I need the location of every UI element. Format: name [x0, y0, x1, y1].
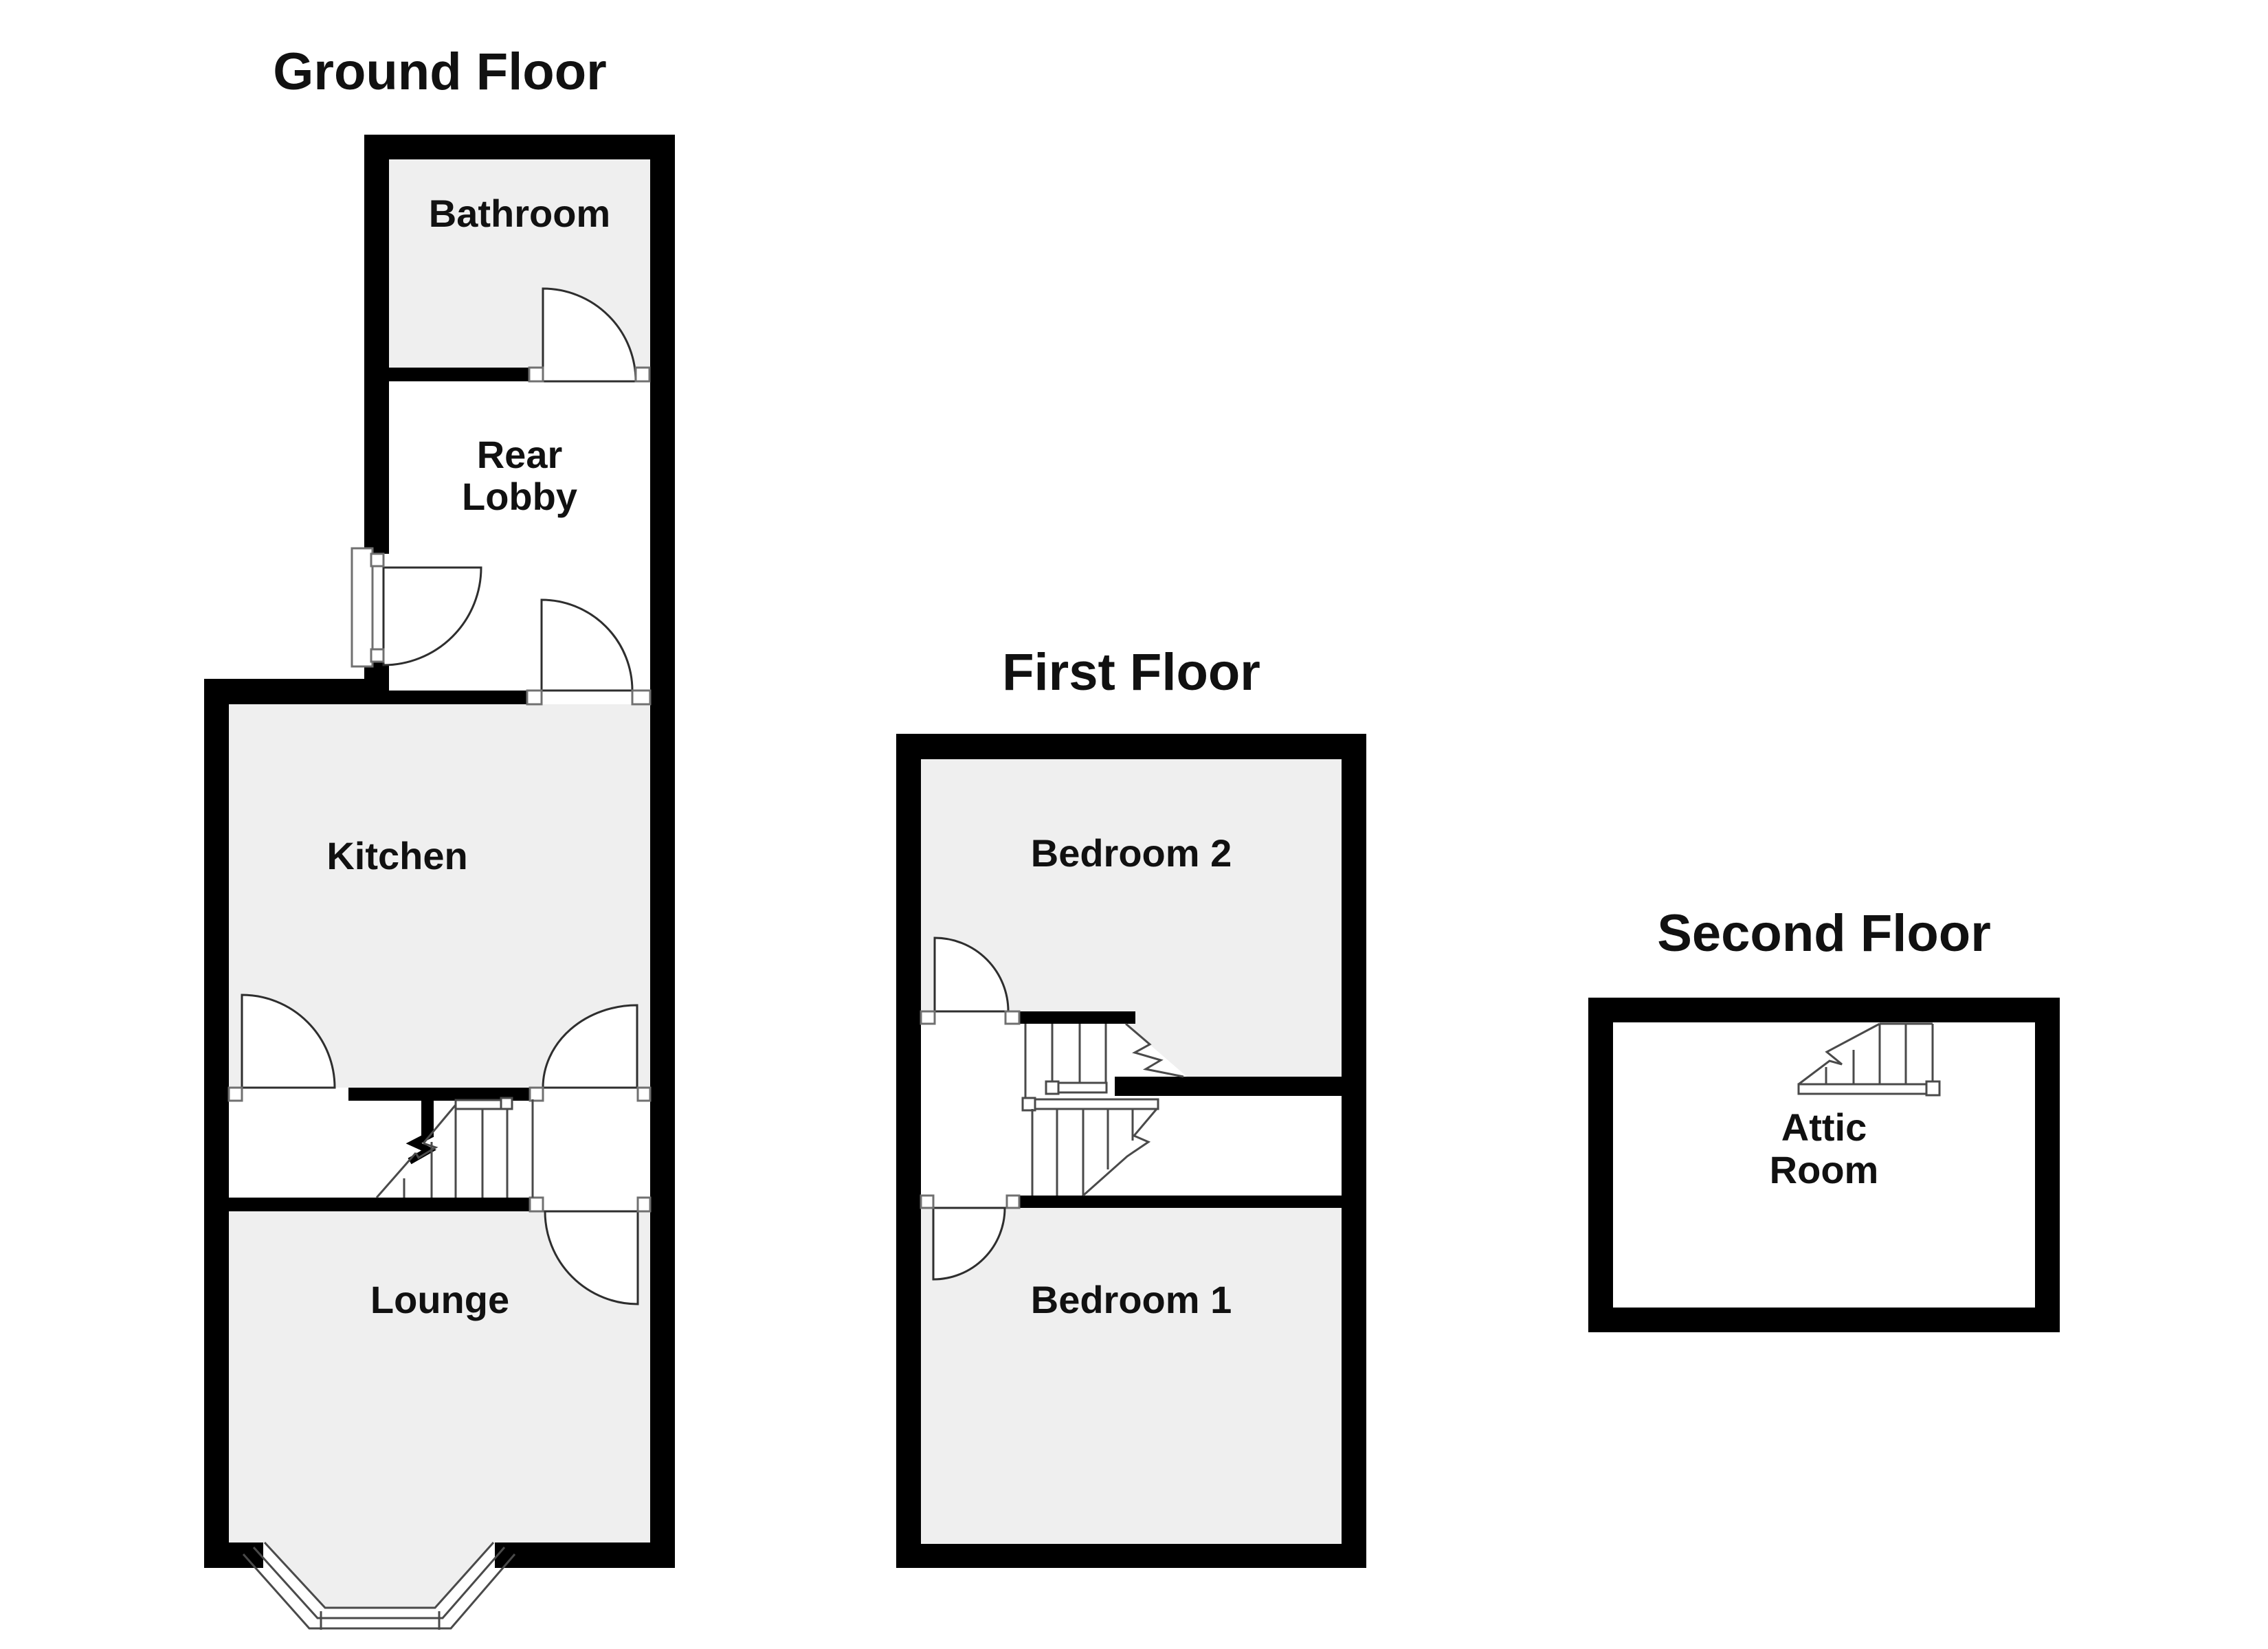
bathroom-door	[542, 287, 637, 383]
bay-window-line	[263, 1541, 495, 1609]
first-floor-staircase	[1021, 1022, 1184, 1197]
jamb	[370, 552, 385, 568]
jamb	[636, 1196, 652, 1213]
ground-floor-staircase	[375, 1097, 534, 1198]
ground-floor-doors	[241, 287, 639, 1305]
wall-hall-partition	[348, 1088, 529, 1101]
jamb	[1004, 1010, 1021, 1025]
wall	[495, 1543, 675, 1568]
wall	[650, 159, 675, 1568]
jamb	[526, 689, 543, 706]
stair-break-icon	[405, 1130, 436, 1165]
stair-cut-line	[1082, 1108, 1158, 1197]
jamb	[920, 1010, 936, 1025]
stair-cut-line	[1798, 1022, 1880, 1086]
stair-break-icon	[414, 1142, 438, 1160]
wall-stair-stub	[421, 1099, 434, 1137]
stair-landing-edge	[454, 1099, 507, 1110]
first-floor-plan: First Floor Bedroom 2 Bedroom 1	[896, 643, 1366, 1568]
jamb	[920, 1194, 935, 1209]
jamb	[529, 1196, 544, 1213]
ground-floor-walls	[204, 135, 675, 1568]
stairwell-floor	[1019, 1024, 1126, 1077]
second-floor-title: Second Floor	[1657, 904, 1991, 963]
wall	[896, 734, 1366, 759]
bedroom-1-door	[932, 1207, 1006, 1281]
jamb	[227, 1086, 243, 1102]
attic-room-label-line2: Room	[1770, 1148, 1879, 1191]
stair-landing-edge	[1032, 1098, 1159, 1110]
lounge-door	[544, 1210, 639, 1305]
wall	[1342, 734, 1366, 1568]
second-floor-plan: Second Floor Attic Room	[1588, 904, 2060, 1332]
wall	[204, 679, 229, 1568]
wall	[364, 135, 675, 159]
stair-newel	[1021, 1097, 1036, 1112]
bay-window-line	[242, 1553, 516, 1630]
first-floor-title: First Floor	[1002, 643, 1260, 702]
wall	[896, 1544, 1366, 1568]
wall	[204, 679, 389, 704]
room-bedroom-1	[921, 1208, 1342, 1544]
first-floor-jambs	[920, 1010, 1021, 1209]
jamb	[634, 366, 651, 383]
wall	[896, 734, 921, 1568]
rear-door-frame	[351, 547, 374, 668]
bathroom-label: Bathroom	[429, 192, 610, 235]
stair-newel	[500, 1097, 513, 1110]
stair-cut-line	[375, 1152, 417, 1198]
stair-landing-edge	[1797, 1083, 1931, 1095]
stair-cut-line	[1125, 1022, 1184, 1078]
room-attic	[1613, 1022, 2034, 1308]
jamb	[370, 648, 385, 663]
rear-lobby-label-line1: Rear	[477, 433, 563, 476]
wall	[1588, 998, 2060, 1022]
rear-entrance-door	[382, 566, 482, 666]
wall	[1588, 1308, 2060, 1332]
second-floor-walls	[1588, 998, 2060, 1332]
lounge-label: Lounge	[370, 1278, 509, 1321]
wall	[364, 159, 389, 554]
kitchen-hall-door-left	[241, 994, 336, 1089]
ground-floor-title: Ground Floor	[273, 43, 606, 101]
lobby-kitchen-door	[540, 598, 634, 692]
first-floor-doors	[932, 936, 1010, 1281]
second-floor-staircase	[1797, 1022, 1941, 1097]
wall-bedroom2-partition	[1115, 1077, 1342, 1096]
stairwell-floor	[921, 1011, 1019, 1077]
ground-floor-plan: Ground Floor Bathroom Rear Lobby Kitchen…	[204, 43, 675, 1630]
jamb	[631, 689, 652, 706]
wall-bathroom-partition	[389, 368, 529, 381]
wall	[2035, 998, 2060, 1332]
bedroom-1-label: Bedroom 1	[1031, 1278, 1232, 1321]
room-lounge	[229, 1211, 650, 1608]
wall-bedroom2-partition	[1019, 1011, 1135, 1024]
stair-cut-line	[422, 1104, 457, 1144]
wall-lounge-partition	[229, 1198, 533, 1211]
jamb	[529, 1086, 544, 1102]
wall-bedroom1-partition	[1019, 1196, 1342, 1208]
jamb	[528, 366, 544, 383]
wall	[204, 1543, 263, 1568]
stair-newel	[1045, 1080, 1060, 1095]
ground-floor-jambs	[227, 366, 652, 1213]
wall	[1588, 998, 1613, 1332]
stair-landing-edge	[1057, 1081, 1108, 1094]
wall-lobby-partition	[389, 691, 527, 704]
kitchen-label: Kitchen	[326, 834, 467, 877]
bay-window	[242, 1541, 516, 1630]
jamb	[636, 1086, 652, 1102]
attic-room-label-line1: Attic	[1781, 1106, 1867, 1149]
jamb	[1005, 1194, 1021, 1209]
kitchen-hall-door-right	[542, 1004, 638, 1089]
rear-lobby-label-line2: Lobby	[462, 475, 577, 518]
bay-window-line	[252, 1546, 506, 1619]
bedroom-2-label: Bedroom 2	[1031, 831, 1232, 875]
first-floor-walls	[896, 734, 1366, 1568]
bedroom-2-door	[933, 936, 1010, 1013]
stair-newel	[1925, 1080, 1941, 1097]
